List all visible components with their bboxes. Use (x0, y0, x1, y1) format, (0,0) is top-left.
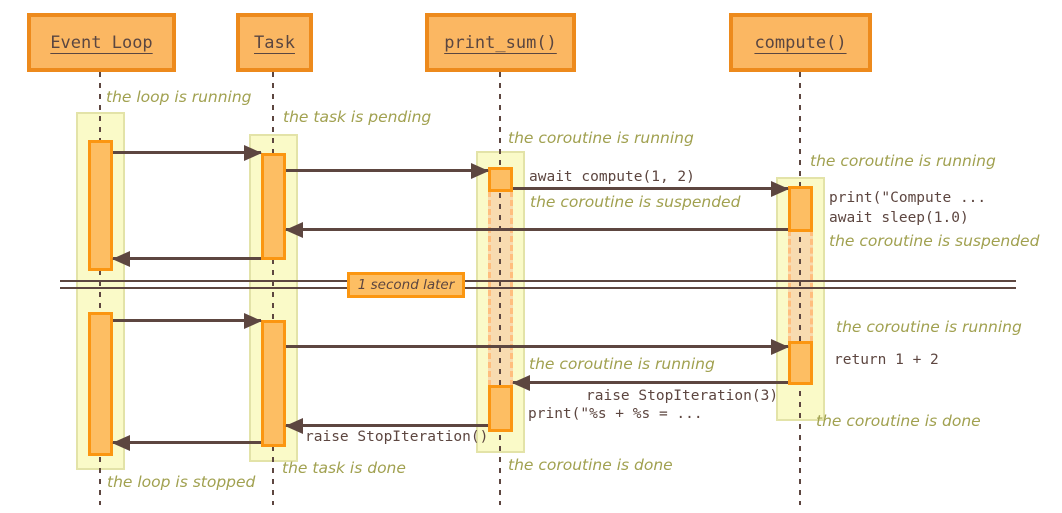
lifeline-compute (799, 72, 801, 505)
note-print-sum-running-2: the coroutine is running (529, 355, 715, 373)
lifeline-event-loop (99, 72, 101, 505)
note-loop-running: the loop is running (106, 88, 252, 106)
arrow-print-sum-to-compute (513, 180, 789, 197)
arrow-head (471, 162, 489, 179)
arrow-head (512, 374, 530, 391)
arrow-head (285, 417, 303, 434)
message-await-compute: await compute(1, 2) (529, 169, 695, 185)
activation-print-sum-2 (488, 385, 513, 432)
participant-print-sum: print_sum() (425, 13, 576, 72)
activation-event-loop-2 (88, 312, 113, 456)
note-compute-running-2: the coroutine is running (836, 318, 1022, 336)
divider-line-bottom (60, 287, 1016, 289)
note-print-sum-suspended: the coroutine is suspended (530, 193, 741, 211)
participant-compute: compute() (729, 13, 872, 72)
note-compute-running-1: the coroutine is running (810, 152, 996, 170)
lifeline-task (272, 72, 274, 505)
activation-event-loop-1 (88, 140, 113, 271)
note-task-done: the task is done (282, 459, 406, 477)
note-loop-stopped: the loop is stopped (107, 473, 256, 491)
note-task-pending: the task is pending (283, 108, 432, 126)
activation-compute-1 (788, 186, 813, 232)
arrow-head (244, 312, 262, 329)
arrow-head (285, 221, 303, 238)
participant-event-loop: Event Loop (27, 13, 176, 72)
note-compute-suspended: the coroutine is suspended (829, 232, 1040, 250)
arrow-task-to-loop-1 (112, 250, 261, 267)
divider-line-top (60, 280, 1016, 282)
arrow-print-sum-to-task (285, 417, 488, 434)
arrow-compute-to-print-sum (512, 374, 788, 391)
note-print-sum-running-1: the coroutine is running (508, 129, 694, 147)
arrow-head (112, 434, 130, 451)
arrow-head (112, 250, 130, 267)
message-raise-stop-iteration-3: raise StopIteration(3) (586, 388, 779, 404)
arrow-head (771, 180, 789, 197)
arrow-compute-to-task (285, 221, 788, 238)
activation-task-2 (261, 320, 286, 447)
message-await-sleep: await sleep(1.0) (829, 210, 969, 226)
arrow-loop-to-task-2 (113, 312, 262, 329)
arrow-task-to-print-sum (286, 162, 489, 179)
arrow-head (244, 144, 262, 161)
message-return-value: return 1 + 2 (834, 352, 939, 368)
divider-label-box: 1 second later (347, 272, 465, 298)
activation-task-1 (261, 153, 286, 260)
arrow-task-to-loop-2 (112, 434, 261, 451)
arrow-task-to-compute (286, 338, 789, 355)
note-compute-done: the coroutine is done (816, 412, 981, 430)
arrow-loop-to-task-1 (113, 144, 262, 161)
activation-print-sum-1 (488, 167, 513, 192)
lifeline-print-sum (499, 72, 501, 505)
note-print-sum-done: the coroutine is done (508, 456, 673, 474)
message-print-compute: print("Compute ... (829, 190, 987, 206)
message-raise-stop-iteration: raise StopIteration() (305, 429, 489, 445)
activation-compute-2 (788, 341, 813, 385)
participant-task: Task (236, 13, 313, 72)
arrow-head (771, 338, 789, 355)
message-print-result: print("%s + %s = ... (528, 406, 703, 422)
